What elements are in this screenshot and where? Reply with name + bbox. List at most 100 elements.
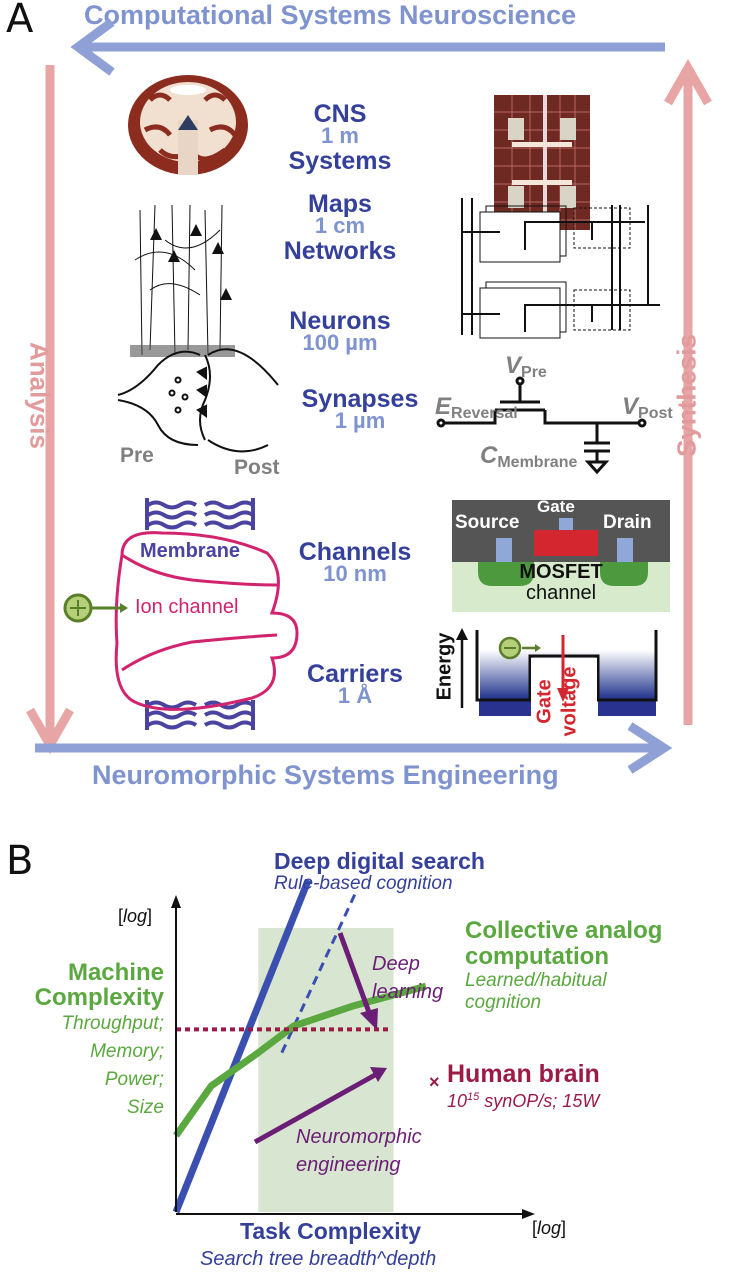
series-deep-digital-search — [172, 878, 312, 1214]
panel-a-graphics — [26, 18, 712, 774]
level-name-2: Systems — [288, 147, 392, 175]
right-arrow — [664, 58, 712, 725]
stat-exponent: 15 — [467, 1091, 480, 1103]
deep-digital-title: Deep digital search — [274, 848, 485, 874]
cortex-neurons-drawing — [130, 204, 235, 360]
level-maps: Maps 1 cm Networks — [250, 190, 430, 266]
rule-based-subtitle: Rule-based cognition — [274, 873, 453, 894]
deep-digital-label: Deep digital search Rule-based cognition — [274, 848, 485, 895]
membrane-label: Membrane — [140, 540, 241, 562]
level-name: Carriers — [307, 660, 403, 688]
bottom-arrow — [35, 722, 673, 774]
learned-subtitle-1: Learned/habitual — [465, 970, 607, 991]
synapse-post-label: Post — [234, 456, 280, 479]
neuron-circuit-schematic — [461, 198, 660, 339]
task-complexity-label: Task Complexity — [240, 1218, 422, 1244]
x-axis-arrowhead — [522, 1209, 535, 1219]
collective-title-1: Collective analog — [465, 917, 663, 944]
mosfet-drain-label: Drain — [603, 512, 652, 533]
machine-sub-size: Size — [127, 1097, 164, 1118]
human-brain-label: Human brain — [447, 1060, 600, 1088]
collective-title-2: computation — [465, 943, 609, 970]
v-pre-label: VPre — [505, 352, 547, 382]
top-arrow — [70, 18, 665, 76]
synapse-transistor-circuit — [436, 376, 647, 475]
machine-sub-throughput: Throughput; — [61, 1013, 164, 1034]
carrier-energy-diagram — [456, 628, 658, 718]
x-log-text: log — [537, 1218, 562, 1238]
stat-rest: synOP/s; 15W — [479, 1091, 600, 1111]
y-log-text: log — [123, 906, 148, 926]
deep-learning-text-1: Deep — [372, 953, 420, 975]
neuromorphic-label: Neuromorphic engineering — [296, 1123, 422, 1179]
level-scale: 10 nm — [323, 561, 387, 586]
machine-sub-power: Power; — [104, 1069, 164, 1090]
level-neurons: Neurons 100 µm — [250, 307, 430, 356]
mosfet-channel-label: MOSFET channel — [452, 562, 670, 604]
panel-b-letter: B — [6, 838, 34, 884]
mosfet-text: MOSFET — [519, 561, 603, 583]
human-brain-stat: 1015 synOP/s; 15W — [447, 1091, 599, 1112]
level-name: Channels — [298, 538, 412, 566]
machine-complexity-label: Machine Complexity Throughput; Memory; P… — [0, 960, 164, 1122]
bottom-arrow-label: Neuromorphic Systems Engineering — [92, 760, 559, 790]
deep-learning-arrow — [337, 932, 373, 1016]
neuromorphic-arrow-head — [370, 1067, 387, 1082]
level-scale: 100 µm — [302, 330, 378, 355]
synapse-pre-label: Pre — [120, 444, 154, 467]
panel-a-letter: A — [6, 0, 34, 42]
y-log-label: [log] — [118, 906, 153, 926]
channel-text: channel — [525, 582, 597, 604]
v-post-subscript: Post — [638, 405, 673, 422]
neuromorphic-text-1: Neuromorphic — [296, 1126, 422, 1148]
c-membrane-symbol: C — [480, 442, 498, 469]
mosfet-source-label: Source — [455, 512, 520, 533]
y-axis-arrowhead — [171, 895, 181, 908]
brain-slice-image — [128, 75, 248, 175]
level-cns: CNS 1 m Systems — [250, 100, 430, 176]
level-scale: 1 cm — [314, 213, 366, 238]
level-scale: 1 m — [321, 123, 359, 148]
mosfet-diagram — [452, 500, 670, 612]
deep-learning-text-2: learning — [372, 981, 444, 1003]
human-brain-marker: × — [429, 1072, 440, 1092]
level-scale: 1 µm — [334, 408, 386, 433]
level-synapses: Synapses 1 µm — [270, 385, 450, 434]
ion-channel-drawing — [63, 498, 299, 730]
mosfet-gate-label: Gate — [537, 497, 575, 516]
learned-subtitle-2: cognition — [465, 992, 542, 1013]
v-pre-symbol: V — [505, 352, 522, 379]
top-arrow-label: Computational Systems Neuroscience — [84, 0, 577, 30]
level-name: Synapses — [301, 385, 419, 413]
v-pre-subscript: Pre — [521, 364, 547, 381]
c-membrane-subscript: Membrane — [497, 454, 578, 471]
x-log-label: [log] — [532, 1218, 567, 1238]
shaded-region — [258, 928, 394, 1212]
v-post-label: VPost — [622, 393, 673, 423]
neuromorphic-arrow — [253, 1072, 377, 1145]
level-carriers: Carriers 1 Å — [265, 660, 445, 709]
synapse-drawing — [117, 348, 279, 453]
stat-base: 10 — [447, 1091, 468, 1111]
level-name: Neurons — [289, 307, 391, 335]
v-post-symbol: V — [622, 393, 639, 420]
e-reversal-subscript: Reversal — [451, 405, 518, 422]
deep-learning-arrow-head — [360, 1008, 378, 1030]
level-channels: Channels 10 nm — [265, 538, 445, 587]
machine-title-1: Machine — [67, 959, 164, 986]
level-scale: 1 Å — [337, 683, 373, 708]
level-name: CNS — [313, 100, 367, 128]
level-name: Maps — [308, 190, 372, 218]
neuromorphic-text-2: engineering — [296, 1154, 401, 1176]
collective-analog-label: Collective analog computation Learned/ha… — [465, 918, 662, 1014]
machine-sub-memory: Memory; — [90, 1041, 164, 1062]
ion-channel-label: Ion channel — [135, 596, 239, 618]
e-reversal-label: EReversal — [435, 393, 518, 423]
task-complexity-subtitle: Search tree breadth^depth — [200, 1248, 437, 1270]
e-reversal-symbol: E — [435, 393, 452, 420]
machine-title-2: Complexity — [34, 984, 164, 1011]
level-name-2: Networks — [283, 237, 397, 265]
deep-learning-label: Deep learning — [372, 950, 443, 1006]
c-membrane-label: CMembrane — [480, 442, 577, 472]
